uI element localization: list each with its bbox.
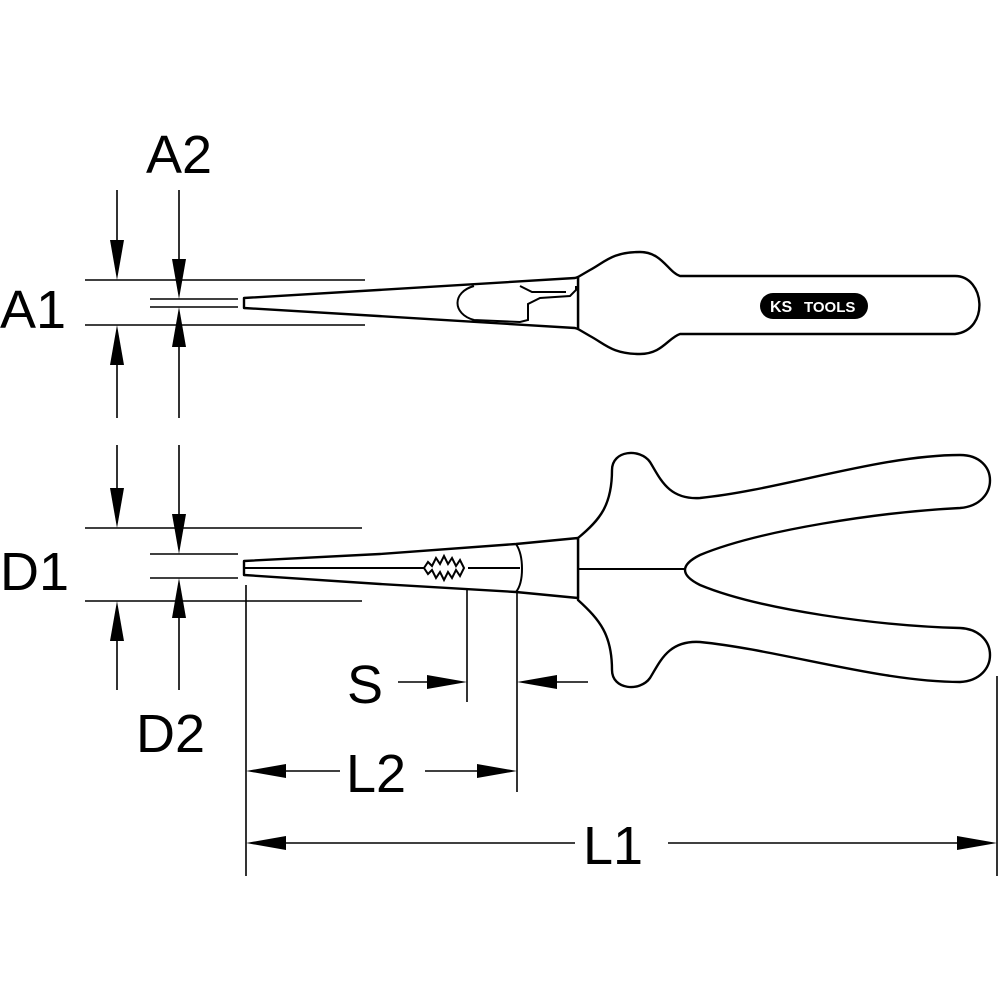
label-a1: A1	[0, 280, 66, 340]
label-l2: L2	[346, 744, 406, 804]
pliers-top-view	[242, 451, 992, 689]
side-jaw	[242, 275, 580, 331]
side-joint-detail	[456, 285, 577, 324]
pliers-side-view: KS TOOLS	[242, 250, 981, 356]
length-dimension-lines	[245, 585, 998, 876]
label-s: S	[347, 655, 383, 715]
label-a2: A2	[146, 125, 212, 185]
side-joint-step	[519, 285, 566, 293]
label-d2: D2	[136, 704, 205, 764]
a-dimension-lines	[85, 190, 365, 418]
ks-tools-logo: KS TOOLS	[760, 293, 868, 319]
d-dimension-lines	[85, 445, 362, 690]
cutter-serration	[422, 553, 466, 583]
top-handles	[576, 451, 992, 689]
logo-tools-text: TOOLS	[804, 299, 855, 316]
label-l1: L1	[583, 816, 643, 876]
logo-ks-text: KS	[770, 299, 793, 316]
label-d1: D1	[0, 542, 69, 602]
